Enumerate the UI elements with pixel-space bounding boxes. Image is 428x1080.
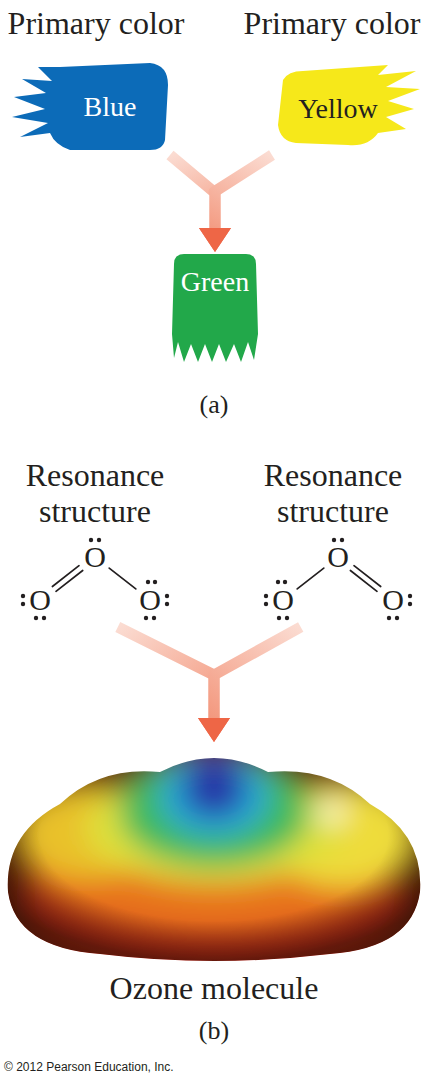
electrostatic-surface xyxy=(0,742,428,966)
resonance-structure: Resonance structureOOO xyxy=(0,455,190,627)
lone-pair-dots xyxy=(21,538,412,620)
single-bond xyxy=(297,568,324,589)
paint-swatch: Primary colorBlue xyxy=(0,5,200,155)
double-bond xyxy=(354,566,381,587)
oxygen-atom: O xyxy=(270,585,296,615)
single-bond xyxy=(109,568,136,589)
merge-arrow xyxy=(214,155,272,228)
swatch-label: Blue xyxy=(65,91,155,123)
swatch-label: Green xyxy=(172,266,258,298)
paint-blob-outline xyxy=(12,63,168,150)
ozone-potential-map: Ozone molecule xyxy=(0,742,428,1010)
swatch-heading: Primary color xyxy=(1,5,191,41)
structure-heading: Resonance structure xyxy=(5,457,185,529)
resonance-structure: Resonance structureOOO xyxy=(238,455,428,627)
panel-letter: (a) xyxy=(184,390,244,420)
oxygen-atom: O xyxy=(82,542,108,572)
molecule-caption: Ozone molecule xyxy=(54,970,374,1006)
panel-letter: (b) xyxy=(184,1016,244,1046)
oxygen-atom: O xyxy=(380,585,406,615)
oxygen-atom: O xyxy=(137,585,163,615)
swatch-heading: Primary color xyxy=(237,5,427,41)
swatch-label: Yellow xyxy=(283,93,393,125)
oxygen-atom: O xyxy=(27,585,53,615)
merge-arrow xyxy=(214,627,301,718)
paint-blob-outline xyxy=(278,65,420,145)
paint-swatch: Primary colorYellow xyxy=(228,5,428,155)
paint-swatch: Green xyxy=(170,252,260,364)
merge-arrow xyxy=(118,627,214,718)
merge-arrow xyxy=(170,155,215,228)
surface-fill xyxy=(0,702,428,1006)
oxygen-atom: O xyxy=(325,542,351,572)
copyright-notice: © 2012 Pearson Education, Inc. xyxy=(4,1060,284,1074)
double-bond xyxy=(56,571,83,592)
structure-heading: Resonance structure xyxy=(243,457,423,529)
paint-blob-outline xyxy=(172,254,258,362)
